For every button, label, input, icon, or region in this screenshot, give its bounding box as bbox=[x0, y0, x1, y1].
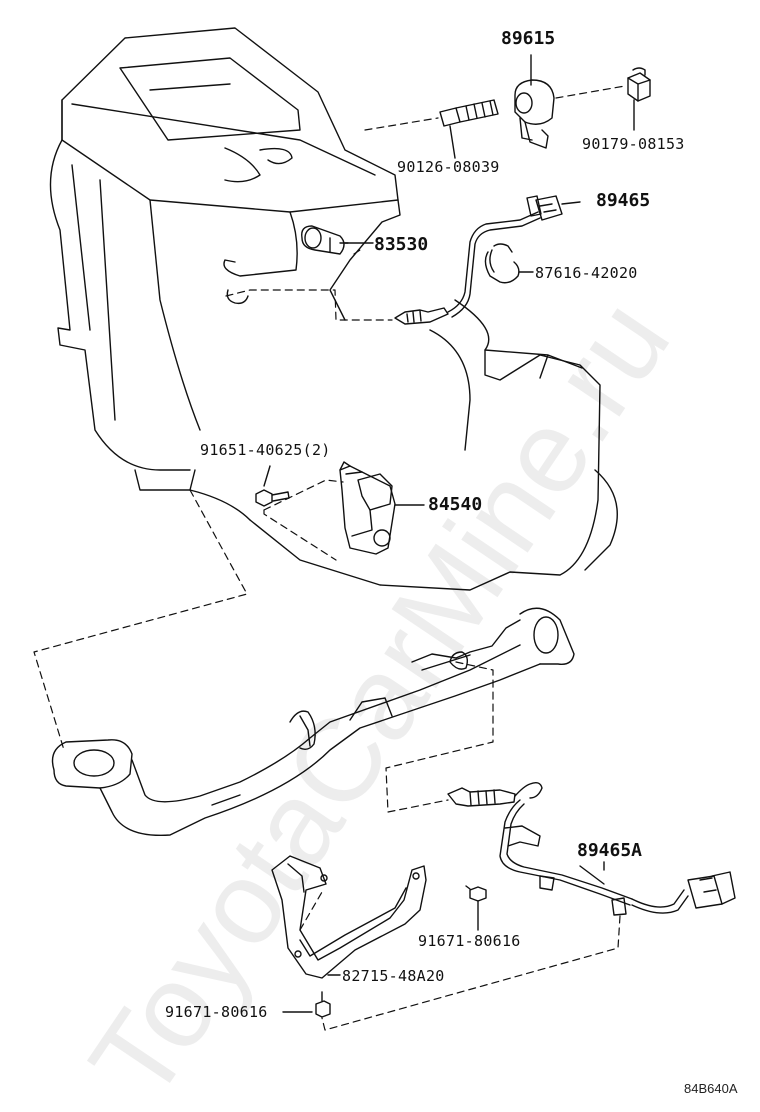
label-91671-80616-upper: 91671-80616 bbox=[418, 932, 521, 950]
leader-lines bbox=[327, 242, 605, 976]
knock-sensor-89615 bbox=[514, 54, 555, 149]
engine-block bbox=[49, 27, 618, 591]
bolt-91651-40625 bbox=[255, 465, 290, 507]
label-91671-80616-lower: 91671-80616 bbox=[165, 1003, 268, 1021]
oxygen-sensor-89465A bbox=[447, 781, 736, 916]
label-83530: 83530 bbox=[374, 234, 429, 255]
label-84540: 84540 bbox=[428, 494, 483, 515]
label-90179-08153: 90179-08153 bbox=[582, 135, 685, 153]
label-89465A: 89465A bbox=[577, 840, 643, 861]
oil-pressure-switch-83530 bbox=[301, 225, 349, 255]
oxygen-sensor-89465 bbox=[394, 195, 581, 325]
bolt-91671-80616-lower bbox=[282, 991, 331, 1018]
dashed-reference-lines bbox=[33, 85, 626, 1031]
stud-bolt-90126-08039 bbox=[439, 99, 499, 159]
bolt-91671-80616-upper bbox=[465, 885, 487, 931]
label-87616-42020: 87616-42020 bbox=[535, 264, 638, 282]
exhaust-front-pipe bbox=[51, 607, 575, 837]
label-91651-40625: 91651-40625(2) bbox=[200, 441, 331, 459]
label-82715-48A20: 82715-48A20 bbox=[342, 967, 445, 985]
label-89615: 89615 bbox=[501, 28, 556, 49]
figure-reference: 84B640A bbox=[684, 1081, 738, 1096]
clamp-87616-42020 bbox=[484, 243, 534, 284]
bracket-82715-48A20 bbox=[271, 855, 427, 979]
nut-90179-08153 bbox=[627, 67, 651, 131]
label-90126-08039: 90126-08039 bbox=[397, 158, 500, 176]
neutral-switch-84540 bbox=[339, 461, 425, 555]
label-89465: 89465 bbox=[596, 190, 651, 211]
